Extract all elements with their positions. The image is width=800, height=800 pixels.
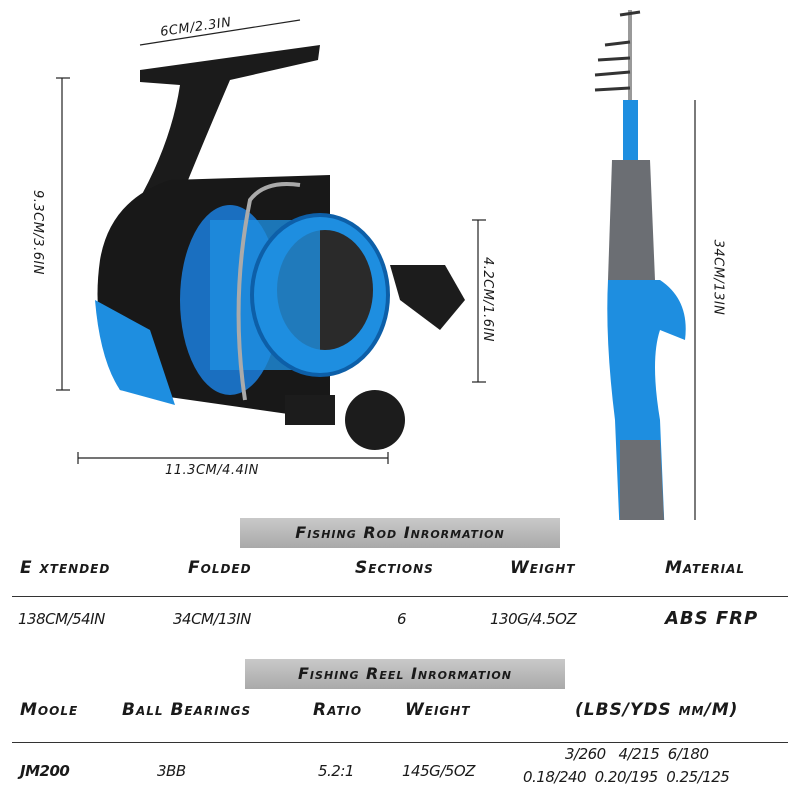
reel-length-label: 11.3CM/4.4IN (165, 463, 259, 478)
reel-value-ball-bearings: 3BB (157, 762, 186, 780)
fishing-rod-image (594, 10, 686, 520)
rod-value-folded: 34CM/13IN (173, 610, 251, 628)
rod-value-weight: 130G/4.5OZ (490, 610, 577, 628)
reel-value-weight: 145G/5OZ (402, 762, 475, 780)
reel-header-line-capacity: (LBS/YDS mm/M) (575, 700, 739, 720)
rod-info-banner: Fishing Rod Inrormation (240, 518, 560, 548)
reel-header-ball-bearings: Ball Bearings (122, 700, 252, 720)
rod-header-extended: E xtended (20, 558, 111, 578)
rod-header-sections: Sections (355, 558, 434, 578)
reel-value-model: JM200 (20, 762, 70, 780)
product-illustration (56, 10, 696, 520)
rod-value-sections: 6 (397, 610, 407, 628)
rod-folded-length-label: 34CM/13IN (710, 239, 726, 316)
rod-divider (12, 596, 788, 597)
reel-line-capacity-mm: 0.18/240 0.20/195 0.25/125 (523, 768, 730, 786)
reel-spool-label: 4.2CM/1.6IN (480, 256, 496, 343)
rod-value-extended: 138CM/54IN (18, 610, 105, 628)
reel-info-banner: Fishing Reel Inrormation (245, 659, 565, 689)
dimension-lines (56, 19, 696, 520)
reel-value-ratio: 5.2:1 (318, 762, 354, 780)
reel-header-model: Moole (20, 700, 79, 720)
rod-header-material: Material (665, 558, 746, 578)
reel-line-capacity-lbs: 3/260 4/215 6/180 (565, 745, 709, 763)
reel-height-label: 9.3CM/3.6IN (30, 189, 46, 276)
rod-header-folded: Folded (188, 558, 252, 578)
rod-value-material: ABS FRP (665, 608, 759, 629)
reel-header-ratio: Ratio (313, 700, 363, 720)
fishing-reel-image (95, 45, 465, 450)
rod-header-weight: Weight (510, 558, 576, 578)
reel-divider (12, 742, 788, 743)
reel-header-weight: Weight (405, 700, 471, 720)
